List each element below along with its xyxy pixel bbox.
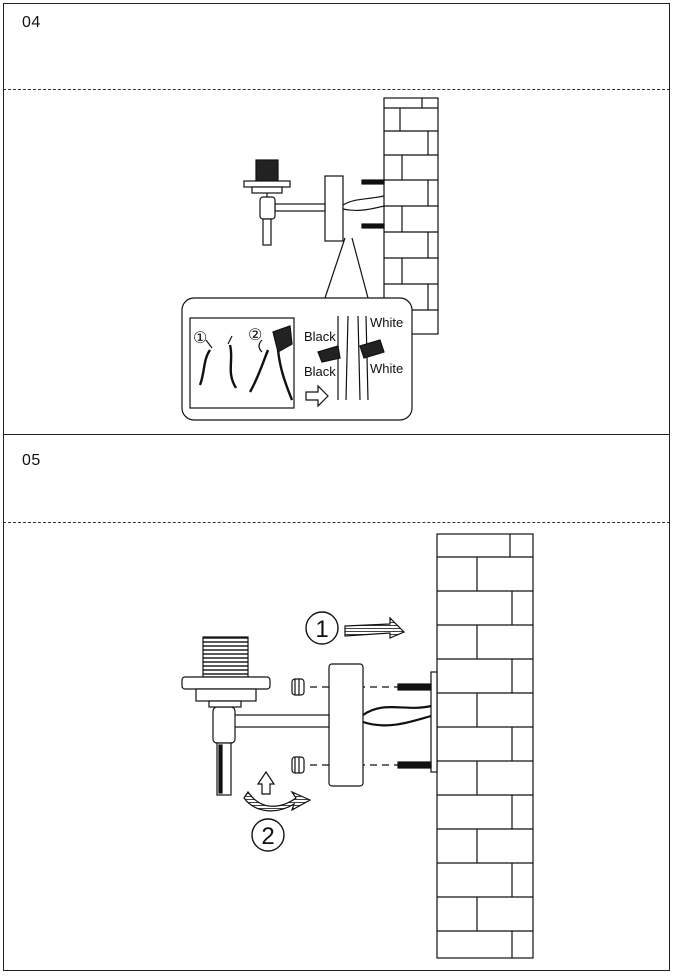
action-1-number: 1	[315, 616, 328, 643]
socket-flange	[243, 180, 291, 188]
wire-connector-icon	[272, 325, 293, 353]
sub-step-2-marker: ②	[248, 327, 262, 344]
arm-stem	[262, 218, 272, 246]
lamp-socket	[255, 159, 279, 183]
fixture-arm	[274, 203, 326, 212]
mounting-bracket	[430, 671, 438, 773]
cap-nut	[291, 678, 305, 696]
fixture-arm	[233, 714, 330, 728]
wire-label-black: Black	[304, 329, 336, 344]
socket-flange	[181, 676, 271, 690]
action-2-number: 2	[261, 823, 274, 850]
sub-step-1-marker: ①	[193, 330, 207, 347]
cap-nut	[291, 756, 305, 774]
rotate-arrow-icon	[243, 770, 312, 812]
mounting-screw	[361, 179, 385, 185]
brick-wall	[383, 97, 439, 335]
wire-connector-icon	[317, 345, 341, 363]
wire-connector-icon	[359, 339, 385, 359]
step-number-05: 05	[22, 452, 41, 469]
arm-knuckle	[259, 196, 276, 220]
supply-wire	[342, 205, 385, 212]
step-04-drawing	[243, 97, 439, 335]
wire-label-black: Black	[304, 364, 336, 379]
action-1-marker	[305, 611, 339, 645]
page-frame	[3, 3, 670, 971]
arm-knuckle	[212, 706, 236, 744]
wall-backplate	[328, 663, 364, 787]
brick-wall	[436, 533, 534, 959]
push-right-arrow-icon	[344, 616, 406, 639]
hollow-right-arrow-icon	[305, 384, 329, 408]
wire-label-white: White	[370, 361, 403, 376]
mounting-screw	[361, 223, 385, 229]
wire-label-white: White	[370, 315, 403, 330]
step-05-drawing	[181, 533, 534, 959]
section-divider	[3, 434, 670, 435]
supply-wire	[342, 195, 385, 206]
threaded-socket	[202, 636, 249, 678]
mounting-screw	[397, 683, 432, 691]
mounting-screw	[397, 761, 432, 769]
section-dashed-divider	[3, 522, 670, 523]
wiring-detail-inset	[181, 297, 413, 421]
action-2-marker	[251, 818, 285, 852]
step-number-04: 04	[22, 14, 41, 31]
section-dashed-divider	[3, 89, 670, 90]
wall-backplate	[324, 175, 344, 242]
